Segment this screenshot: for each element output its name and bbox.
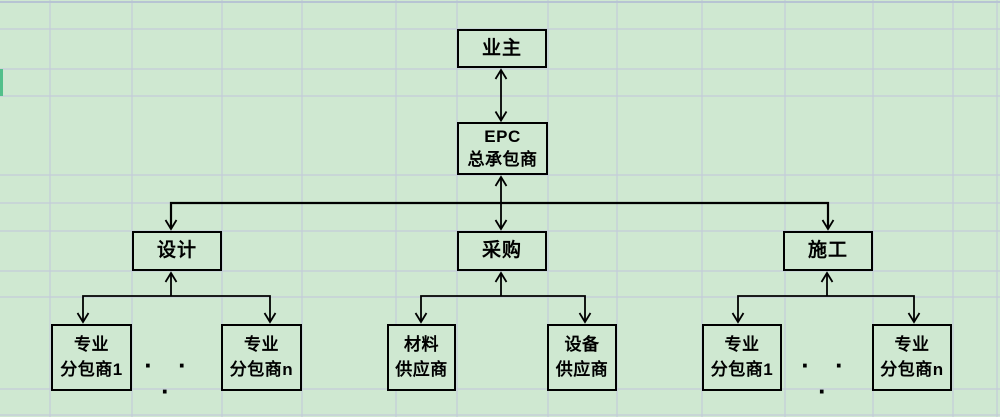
ellipsis-design-subcontractors: · · · bbox=[144, 350, 196, 406]
node-label-line: 分包商1 bbox=[710, 359, 774, 379]
connector-design-children bbox=[76, 295, 277, 324]
node-label-line: 供应商 bbox=[395, 359, 448, 379]
node-label-line: EPC bbox=[484, 126, 521, 146]
node-label: 采购 bbox=[481, 240, 522, 262]
node-label: 设计 bbox=[156, 240, 197, 262]
node-construction-subcontractor-1[interactable]: 专业 分包商1 bbox=[702, 324, 782, 391]
connector-procurement-children bbox=[414, 295, 592, 324]
node-label-line: 专业 bbox=[244, 334, 279, 354]
node-epc-general-contractor[interactable]: EPC 总承包商 bbox=[457, 122, 548, 175]
node-construction[interactable]: 施工 bbox=[783, 231, 873, 271]
node-construction-subcontractor-n[interactable]: 专业 分包商n bbox=[872, 324, 952, 391]
node-label: 业主 bbox=[481, 37, 522, 59]
node-owner[interactable]: 业主 bbox=[457, 29, 547, 68]
node-design-subcontractor-n[interactable]: 专业 分包商n bbox=[221, 324, 302, 391]
node-design[interactable]: 设计 bbox=[132, 231, 222, 271]
node-label-line: 设备 bbox=[564, 334, 600, 354]
ellipsis-construction-subcontractors: · · · bbox=[801, 350, 853, 406]
node-equipment-supplier[interactable]: 设备 供应商 bbox=[547, 324, 617, 391]
node-label-line: 分包商n bbox=[880, 359, 944, 379]
node-label-line: 分包商1 bbox=[60, 359, 123, 379]
node-label-line: 总承包商 bbox=[467, 149, 538, 169]
selection-edge-fragment bbox=[0, 69, 3, 96]
node-label-line: 供应商 bbox=[555, 359, 609, 379]
node-label-line: 分包商n bbox=[229, 359, 294, 379]
node-label-line: 专业 bbox=[74, 334, 109, 354]
node-procurement[interactable]: 采购 bbox=[457, 231, 547, 271]
node-label-line: 材料 bbox=[404, 334, 439, 354]
node-label-line: 专业 bbox=[724, 334, 760, 354]
node-material-supplier[interactable]: 材料 供应商 bbox=[387, 324, 456, 391]
node-design-subcontractor-1[interactable]: 专业 分包商1 bbox=[51, 324, 132, 391]
node-label-line: 专业 bbox=[894, 334, 930, 354]
node-label: 施工 bbox=[807, 240, 848, 262]
connector-construction-children bbox=[731, 295, 921, 324]
connector-branch-top bbox=[164, 201, 835, 231]
